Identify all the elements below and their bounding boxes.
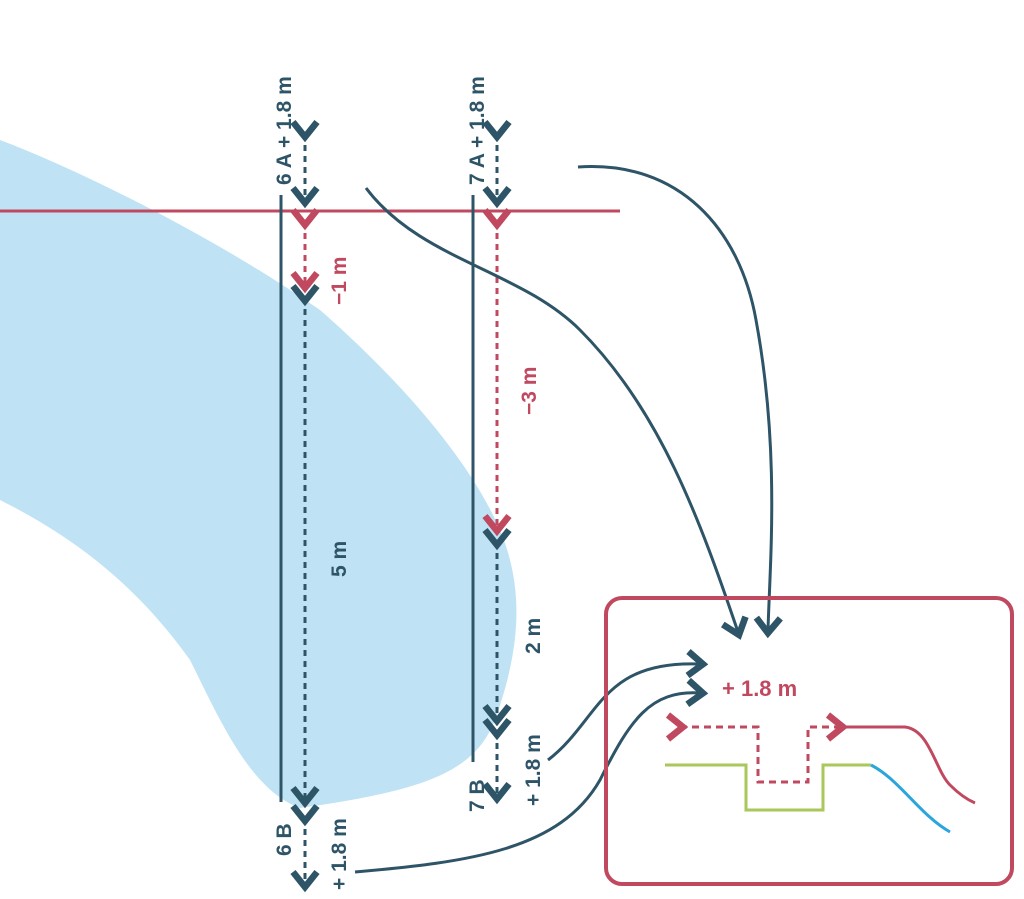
inset-height-label: + 1.8 m	[722, 676, 797, 701]
label-7a: 7 A + 1.8 m	[466, 76, 489, 185]
inset-water-slope	[870, 763, 951, 834]
label-7b-height: + 1.8 m	[522, 734, 545, 806]
inset-raised-profile	[665, 712, 849, 784]
label-5m: 5 m	[328, 541, 351, 577]
connector-7b	[547, 649, 709, 762]
connector-7a	[577, 165, 783, 639]
connector-6a	[364, 187, 749, 640]
label-6b: 6 B	[273, 823, 296, 856]
label-6b-height: + 1.8 m	[328, 818, 351, 890]
inset-raised-slope	[843, 725, 976, 805]
inset-box	[604, 596, 1014, 886]
connector-6b	[354, 677, 709, 874]
label-2m: 2 m	[522, 618, 545, 654]
label-minus-1m: −1 m	[328, 257, 351, 305]
label-6a: 6 A + 1.8 m	[273, 76, 296, 185]
label-minus-3m: −3 m	[518, 367, 541, 415]
label-7b: 7 B	[466, 779, 489, 812]
water-area	[0, 140, 517, 808]
inset-ground-profile	[665, 763, 871, 812]
